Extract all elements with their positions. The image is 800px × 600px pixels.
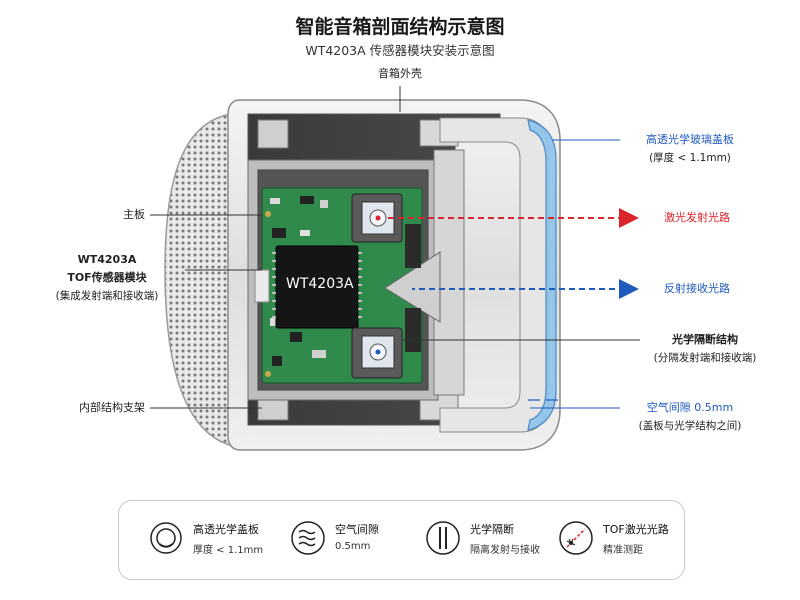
legend-panel: 高透光学盖板 厚度 < 1.1mm 空气间隙 0.5mm 光学隔断 隔离发射与接… [118, 500, 685, 580]
legend-title: TOF激光光路 [603, 523, 669, 536]
page-subtitle: WT4203A 传感器模块安装示意图 [305, 43, 495, 58]
tof-laser-icon [559, 521, 593, 555]
optical-isolation-icon [426, 521, 460, 555]
glass-cover [527, 119, 557, 431]
shell-label: 音箱外壳 [378, 67, 422, 80]
legend-title: 光学隔断 [470, 523, 514, 536]
laser-receive-label: 反射接收光路 [664, 282, 730, 295]
legend-title: 空气间隙 [335, 523, 379, 536]
chip-label: WT4203A [286, 276, 354, 292]
legend-desc: 隔离发射与接收 [470, 545, 540, 556]
mainboard-label: 主板 [123, 208, 145, 221]
legend-desc: 0.5mm [335, 541, 371, 552]
gap-sub-label: (盖板与光学结构之间) [638, 420, 742, 432]
glass-sub-label: (厚度 < 1.1mm) [649, 152, 731, 164]
isolation-title-label: 光学隔断结构 [672, 333, 738, 346]
legend-desc: 厚度 < 1.1mm [193, 545, 264, 556]
gap-title-label: 空气间隙 0.5mm [646, 401, 734, 414]
laser-emit-label: 激光发射光路 [664, 211, 730, 224]
legend-title: 高透光学盖板 [193, 523, 259, 536]
module-label-line1: WT4203A [77, 253, 137, 266]
tof-receiver [351, 327, 403, 379]
page-title: 智能音箱剖面结构示意图 [295, 16, 505, 38]
glass-title-label: 高透光学玻璃盖板 [646, 133, 734, 146]
optical-isolation-wedge [384, 224, 441, 352]
tof-emitter [351, 193, 403, 243]
isolation-sub-label: (分隔发射端和接收端) [653, 352, 757, 364]
module-label-line3: (集成发射端和接收端) [55, 290, 159, 302]
leader-lines [150, 86, 640, 409]
legend-desc: 精准测距 [603, 545, 643, 556]
air-gap-icon [291, 521, 325, 555]
module-label-line2: TOF传感器模块 [67, 271, 147, 284]
glass-cover-icon [150, 522, 182, 554]
bracket-label: 内部结构支架 [79, 401, 145, 414]
